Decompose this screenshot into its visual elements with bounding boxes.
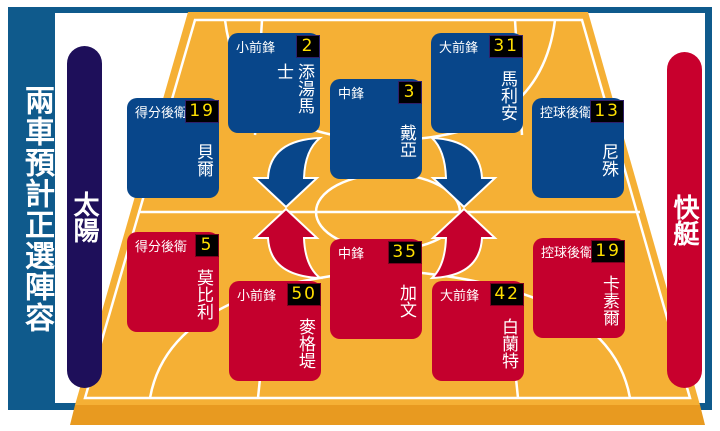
player-name: 添湯馬士 bbox=[273, 63, 314, 114]
arrow-down-icon bbox=[252, 136, 324, 209]
player-card: 大前鋒 31 馬利安 bbox=[431, 33, 523, 133]
court-edge bbox=[70, 405, 705, 425]
player-position: 控球後衛 bbox=[541, 246, 594, 261]
graphic-title: 兩車預計正選陣容 bbox=[19, 85, 54, 333]
player-name: 戴亞 bbox=[396, 124, 416, 158]
player-position: 大前鋒 bbox=[439, 41, 479, 56]
arrow-up-icon bbox=[429, 207, 498, 280]
player-position: 小前鋒 bbox=[236, 41, 276, 56]
jersey-number: 2 bbox=[296, 35, 320, 58]
jersey-number: 42 bbox=[490, 283, 524, 306]
player-card: 得分後衛 5 莫比利 bbox=[127, 232, 219, 332]
player-card: 得分後衛 19 貝爾 bbox=[127, 98, 219, 198]
jersey-number: 19 bbox=[185, 100, 219, 123]
player-name: 白蘭特 bbox=[498, 317, 518, 369]
player-position: 小前鋒 bbox=[237, 289, 277, 304]
team-label-clippers: 快艇 bbox=[667, 52, 702, 388]
player-position: 中鋒 bbox=[338, 247, 365, 262]
jersey-number: 31 bbox=[489, 35, 523, 58]
jersey-number: 3 bbox=[398, 81, 422, 104]
player-position: 大前鋒 bbox=[440, 289, 480, 304]
player-position: 中鋒 bbox=[338, 87, 365, 102]
player-name: 馬利安 bbox=[497, 69, 517, 121]
player-card: 控球後衛 13 尼殊 bbox=[532, 98, 624, 198]
player-name: 加文 bbox=[396, 284, 416, 318]
player-card: 大前鋒 42 白蘭特 bbox=[432, 281, 524, 381]
player-card: 控球後衛 19 卡素爾 bbox=[533, 238, 625, 338]
player-card: 中鋒 35 加文 bbox=[330, 239, 422, 339]
player-position: 控球後衛 bbox=[540, 106, 593, 121]
team-name: 快艇 bbox=[669, 194, 699, 246]
team-name: 太陽 bbox=[69, 191, 99, 243]
player-name: 莫比利 bbox=[193, 268, 213, 320]
player-name: 尼殊 bbox=[598, 143, 618, 177]
jersey-number: 35 bbox=[388, 241, 422, 264]
player-position: 得分後衛 bbox=[135, 106, 188, 121]
arrow-up-icon bbox=[252, 207, 324, 280]
player-name: 貝爾 bbox=[193, 143, 213, 177]
player-name: 麥格堤 bbox=[295, 317, 315, 369]
jersey-number: 19 bbox=[591, 240, 625, 263]
movement-arrows bbox=[252, 136, 498, 280]
arrow-down-icon bbox=[429, 136, 498, 209]
jersey-number: 5 bbox=[195, 234, 219, 257]
player-card: 小前鋒 2 添湯馬士 bbox=[228, 33, 320, 133]
player-position: 得分後衛 bbox=[135, 240, 188, 255]
player-name: 卡素爾 bbox=[599, 274, 619, 326]
player-card: 小前鋒 50 麥格堤 bbox=[229, 281, 321, 381]
team-label-suns: 太陽 bbox=[67, 46, 102, 388]
player-card: 中鋒 3 戴亞 bbox=[330, 79, 422, 179]
jersey-number: 50 bbox=[287, 283, 321, 306]
jersey-number: 13 bbox=[590, 100, 624, 123]
